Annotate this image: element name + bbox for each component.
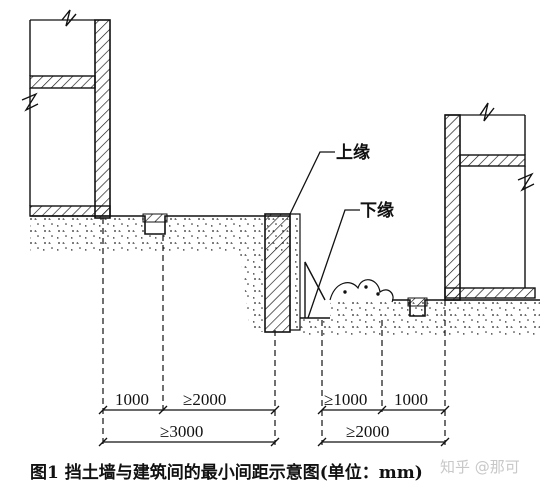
dim-right-b: 1000 [394, 390, 428, 409]
dimension-lines [98, 405, 450, 447]
figure-caption: 图1 挡土墙与建筑间的最小间距示意图(单位：mm) [30, 462, 423, 483]
dim-left-b: ≥2000 [183, 390, 226, 409]
retaining-wall [240, 213, 301, 333]
label-upper-edge: 上缘 [336, 142, 370, 163]
dim-left-a: 1000 [115, 390, 149, 409]
dim-right-total: ≥2000 [346, 422, 389, 441]
left-ground [30, 213, 290, 252]
right-building [444, 102, 536, 301]
dim-left-total: ≥3000 [160, 422, 203, 441]
left-building [21, 9, 111, 219]
dim-right-a: ≥1000 [324, 390, 367, 409]
extension-lines [102, 218, 446, 445]
label-lower-edge: 下缘 [360, 200, 394, 221]
leader-lines [289, 151, 360, 319]
lower-ground [300, 261, 540, 335]
watermark: 知乎 @那可 [440, 458, 520, 476]
